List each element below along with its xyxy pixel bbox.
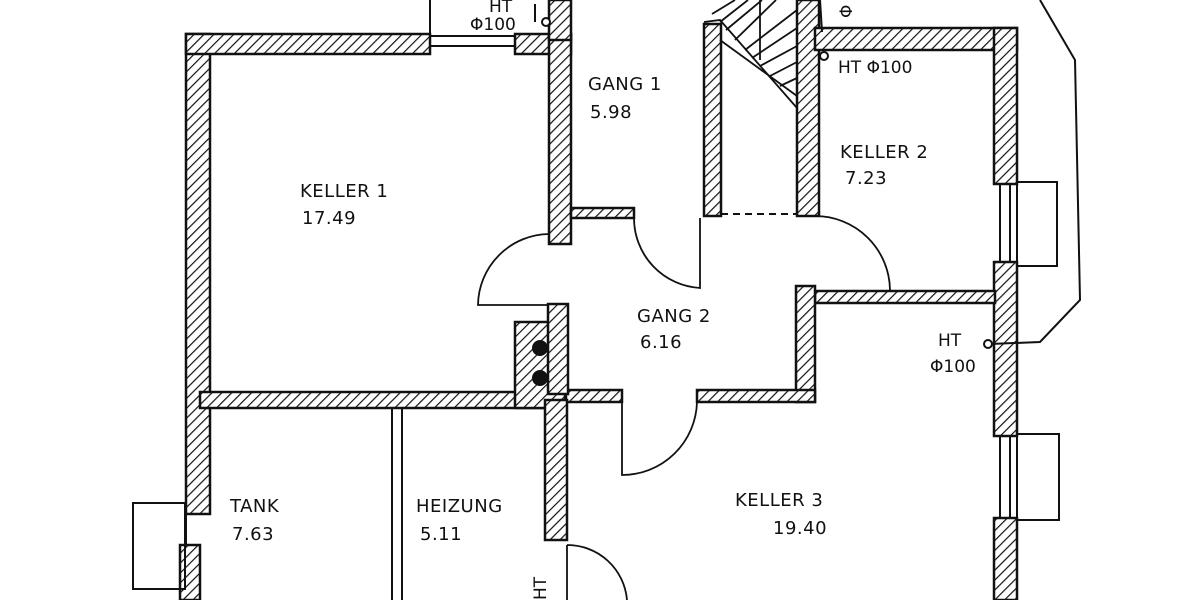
annotation-dia-top-left: Φ100	[470, 15, 516, 35]
window-keller1-top	[429, 0, 515, 47]
downpipe-line	[534, 0, 1082, 349]
walls	[178, 0, 1019, 600]
wall-right-lower	[992, 516, 1019, 600]
wall-outer-left	[184, 32, 212, 516]
room-keller2-name: KELLER 2	[840, 142, 928, 163]
stair	[703, 0, 798, 109]
wall-keller1-gang1	[547, 32, 573, 246]
wall-gang1-stub	[569, 206, 636, 220]
wall-stair-left	[702, 22, 723, 218]
room-keller1-name: KELLER 1	[300, 181, 388, 202]
room-heizung-name: HEIZUNG	[416, 496, 503, 517]
wall-top-keller2	[813, 26, 1019, 52]
door-keller3	[621, 401, 698, 476]
wall-heizung-keller3	[543, 398, 569, 542]
wall-top-stub	[547, 0, 573, 42]
room-gang2-name: GANG 2	[637, 306, 711, 327]
partition-tank-heizung	[391, 408, 403, 600]
room-tank-name: TANK	[229, 496, 280, 517]
room-gang2-area: 6.16	[640, 332, 682, 353]
windows-right	[999, 181, 1060, 521]
door-heizung	[566, 544, 628, 600]
room-keller1-area: 17.49	[302, 208, 356, 229]
wall-keller2-keller3	[813, 289, 997, 305]
wall-keller1-bottom	[198, 390, 562, 410]
wall-top-keller1-left	[184, 32, 432, 56]
door-keller2	[814, 215, 891, 291]
door-gang1-gang2	[633, 217, 701, 289]
annotation-dia-right: Φ100	[930, 357, 976, 377]
room-keller3-name: KELLER 3	[735, 490, 823, 511]
wall-gang2-keller3	[794, 284, 817, 404]
room-gang1-name: GANG 1	[588, 74, 662, 95]
doors	[477, 215, 891, 600]
room-gang1-area: 5.98	[590, 102, 632, 123]
wall-outer-left-lower	[178, 543, 202, 600]
annotation-ht-top-right: HT Φ100	[838, 58, 912, 78]
flue-2	[532, 370, 548, 386]
door-keller1	[477, 233, 550, 306]
room-keller3-area: 19.40	[773, 518, 827, 539]
wall-shaft-right	[546, 302, 570, 396]
annotation-ht-right: HT	[938, 331, 962, 351]
wall-right-keller2	[992, 26, 1019, 186]
annotation-ht-top-left: HT	[489, 0, 513, 17]
wall-gang2-bottom-left	[564, 388, 624, 404]
wall-gang2-bottom-right	[695, 388, 817, 404]
wall-right-mid	[992, 260, 1019, 438]
room-tank-area: 7.63	[232, 524, 274, 545]
window-tank	[132, 502, 187, 590]
room-heizung-area: 5.11	[420, 524, 462, 545]
flue-1	[532, 340, 548, 356]
annotation-ht-bottom: HT	[531, 576, 551, 600]
annotation-stair-top: Φ 2	[837, 0, 857, 18]
room-keller2-area: 7.23	[845, 168, 887, 189]
